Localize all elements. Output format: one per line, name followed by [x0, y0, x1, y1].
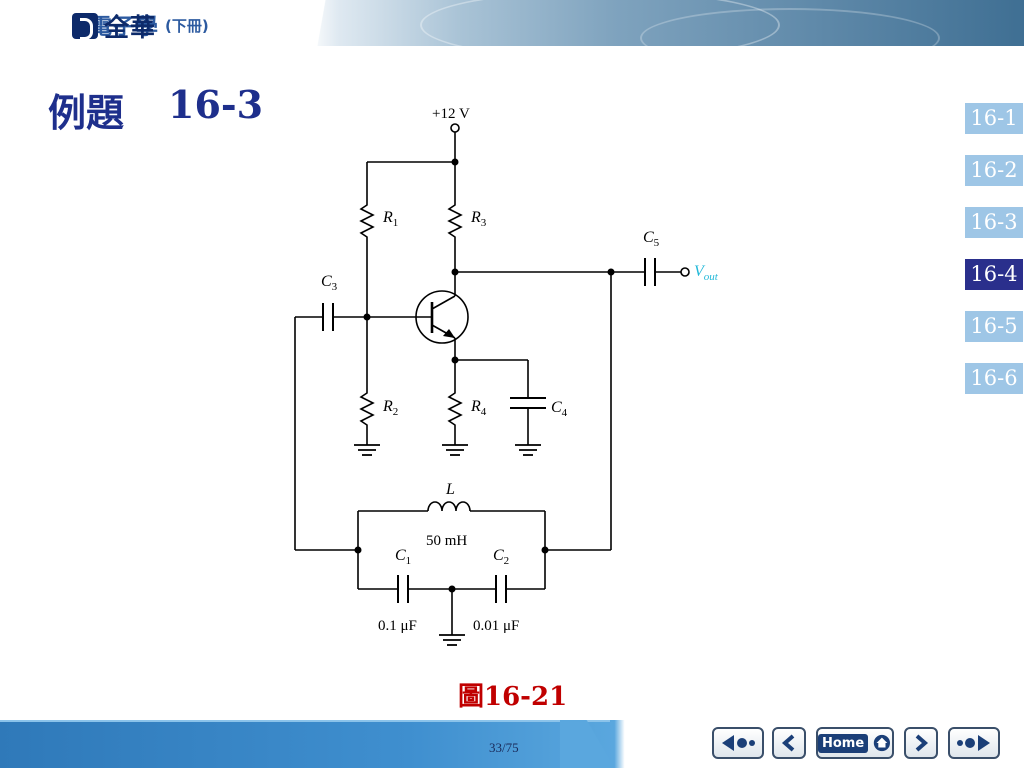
supply-terminal	[450, 123, 460, 133]
c4-label: C4	[551, 399, 568, 419]
emitter-arrow-icon	[443, 329, 455, 338]
prev-page-button[interactable]	[772, 727, 806, 759]
book-title-sub: (下冊)	[165, 16, 209, 35]
c5-label: C5	[643, 229, 660, 249]
header-white-area	[0, 0, 310, 46]
resistor-r2	[359, 388, 375, 430]
section-nav-item-16-5[interactable]: 16-5	[965, 311, 1023, 342]
supply-label: +12 V	[432, 106, 470, 122]
ground-symbols	[354, 444, 541, 646]
resistor-r3	[447, 200, 463, 242]
header-banner	[0, 0, 1024, 46]
ground-icon	[439, 634, 465, 646]
next-page-button[interactable]	[904, 727, 938, 759]
section-nav-item-16-2[interactable]: 16-2	[965, 155, 1023, 186]
section-nav-item-16-3[interactable]: 16-3	[965, 207, 1023, 238]
book-title-main: 電子學	[90, 15, 160, 40]
prev-page-icon	[781, 734, 795, 752]
footer-topline	[0, 720, 610, 722]
vout-label: Vout	[694, 263, 719, 283]
circuit-wires	[294, 123, 690, 635]
home-label: Home	[818, 733, 869, 753]
resistor-r4	[447, 388, 463, 430]
last-page-icon	[957, 735, 990, 751]
vout-terminal	[680, 267, 690, 277]
logo-mark-icon	[72, 13, 98, 40]
page-number: 33/75	[489, 740, 519, 755]
c2-label: C2	[493, 547, 509, 567]
inductor-value: 50 mH	[426, 533, 467, 549]
ground-icon	[515, 444, 541, 456]
section-nav: 16-1 16-2 16-3 16-4 16-5 16-6	[965, 103, 1023, 415]
r1-label: R1	[382, 209, 398, 229]
inductor-l	[427, 501, 471, 512]
r4-label: R4	[470, 398, 487, 418]
ground-icon	[354, 444, 380, 456]
first-page-icon	[722, 735, 755, 751]
last-page-button[interactable]	[948, 727, 1000, 759]
figure-caption: 圖16-21	[458, 682, 568, 712]
first-page-button[interactable]	[712, 727, 764, 759]
r2-label: R2	[382, 398, 398, 418]
inductor-label: L	[445, 481, 455, 498]
section-nav-item-16-6[interactable]: 16-6	[965, 363, 1023, 394]
junction-dots	[354, 158, 615, 593]
publisher-logo: 全華	[72, 8, 156, 44]
section-nav-item-16-1[interactable]: 16-1	[965, 103, 1023, 134]
section-nav-item-16-4[interactable]: 16-4	[965, 259, 1023, 290]
footer-slant	[560, 720, 640, 768]
resistor-r1	[359, 200, 375, 242]
c1-label: C1	[395, 547, 411, 567]
page-title: 例題 16-3	[48, 82, 263, 137]
r3-label: R3	[470, 209, 487, 229]
home-icon	[873, 734, 891, 752]
page-title-number: 16-3	[168, 82, 264, 127]
header-slant	[290, 0, 360, 46]
page-title-label: 例題	[48, 90, 125, 135]
next-page-icon	[915, 734, 929, 752]
publisher-name: 全華	[104, 13, 157, 42]
ground-icon	[442, 444, 468, 456]
c1-value: 0.1 μF	[378, 618, 417, 634]
home-button[interactable]: Home	[816, 727, 894, 759]
c3-label: C3	[321, 273, 338, 293]
c2-value: 0.01 μF	[473, 618, 519, 634]
